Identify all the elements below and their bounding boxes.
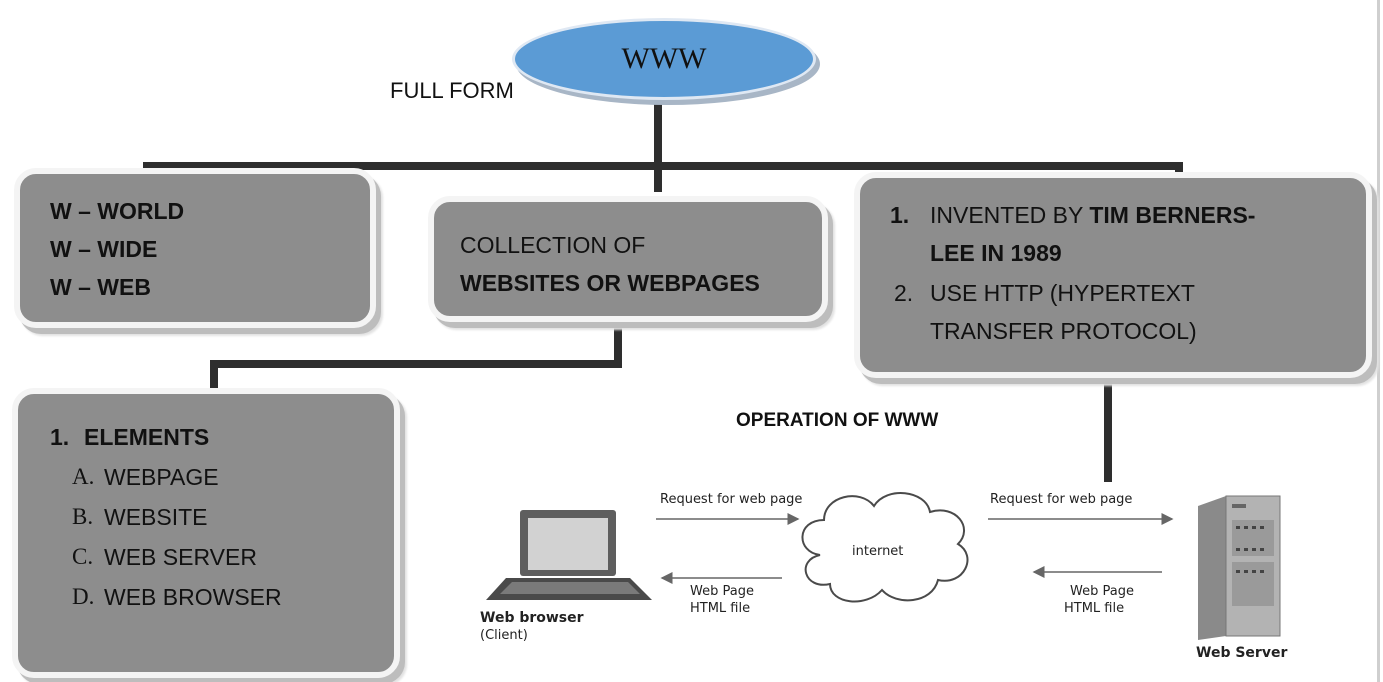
element-web-server: WEB SERVER [104,544,257,570]
history-item-1-line-2: LEE IN 1989 [930,240,1062,266]
connector-horizontal-bar [143,162,1183,170]
response-label-left-2: HTML file [690,601,751,616]
full-form-box [14,168,376,328]
element-letter-d: D. [72,584,95,609]
request-label-right: Request for web page [990,492,1133,507]
operation-title: OPERATION OF WWW [736,410,939,431]
www-root-node: WWW [512,18,816,100]
response-label-right-1: Web Page [1070,584,1134,599]
connector-collection-stem [614,320,622,368]
full-form-label: FULL FORM [390,78,514,103]
element-website: WEBSITE [104,504,208,530]
history-item-2-line-1: USE HTTP (HYPERTEXT [930,280,1195,306]
element-letter-c: C. [72,544,94,569]
collection-line-1: COLLECTION OF [460,232,646,258]
history-inventor-name: TIM BERNERS- [1089,202,1256,228]
elements-heading-number: 1. [50,424,70,450]
history-item-2-line-2: TRANSFER PROTOCOL) [930,318,1197,344]
web-browser-sub-label: (Client) [480,628,528,643]
element-webpage: WEBPAGE [104,464,219,490]
element-letter-a: A. [72,464,95,489]
element-web-browser: WEB BROWSER [104,584,282,610]
connector-history-drop [1104,378,1112,482]
www-root-label: WWW [621,42,707,75]
connector-elements-bar [210,360,622,368]
connector-root-stem [654,98,662,170]
collection-box [428,196,828,322]
internet-label: internet [852,544,904,559]
history-item-1-line-1: INVENTED BY TIM BERNERS- [930,196,1255,234]
laptop-icon [486,510,652,600]
elements-heading: ELEMENTS [84,424,210,450]
full-form-web: W – WEB [50,274,151,300]
server-icon [1198,495,1281,640]
web-server-label: Web Server [1196,645,1288,661]
page-edge [1377,0,1380,682]
element-letter-b: B. [72,504,94,529]
elements-box [12,388,400,678]
history-item-2-number: 2. [894,280,914,306]
response-label-right-2: HTML file [1064,601,1125,616]
history-invented-by: INVENTED BY [930,202,1083,228]
request-label-left: Request for web page [660,492,803,507]
full-form-wide: W – WIDE [50,236,158,262]
connector-middle-drop [654,162,662,192]
connector-elements-drop [210,360,218,394]
web-browser-label: Web browser [480,610,584,626]
history-box [854,172,1372,378]
full-form-world: W – WORLD [50,198,185,224]
collection-line-2: WEBSITES OR WEBPAGES [460,270,760,296]
response-label-left-1: Web Page [690,584,754,599]
history-item-1-number: 1. [890,202,910,228]
